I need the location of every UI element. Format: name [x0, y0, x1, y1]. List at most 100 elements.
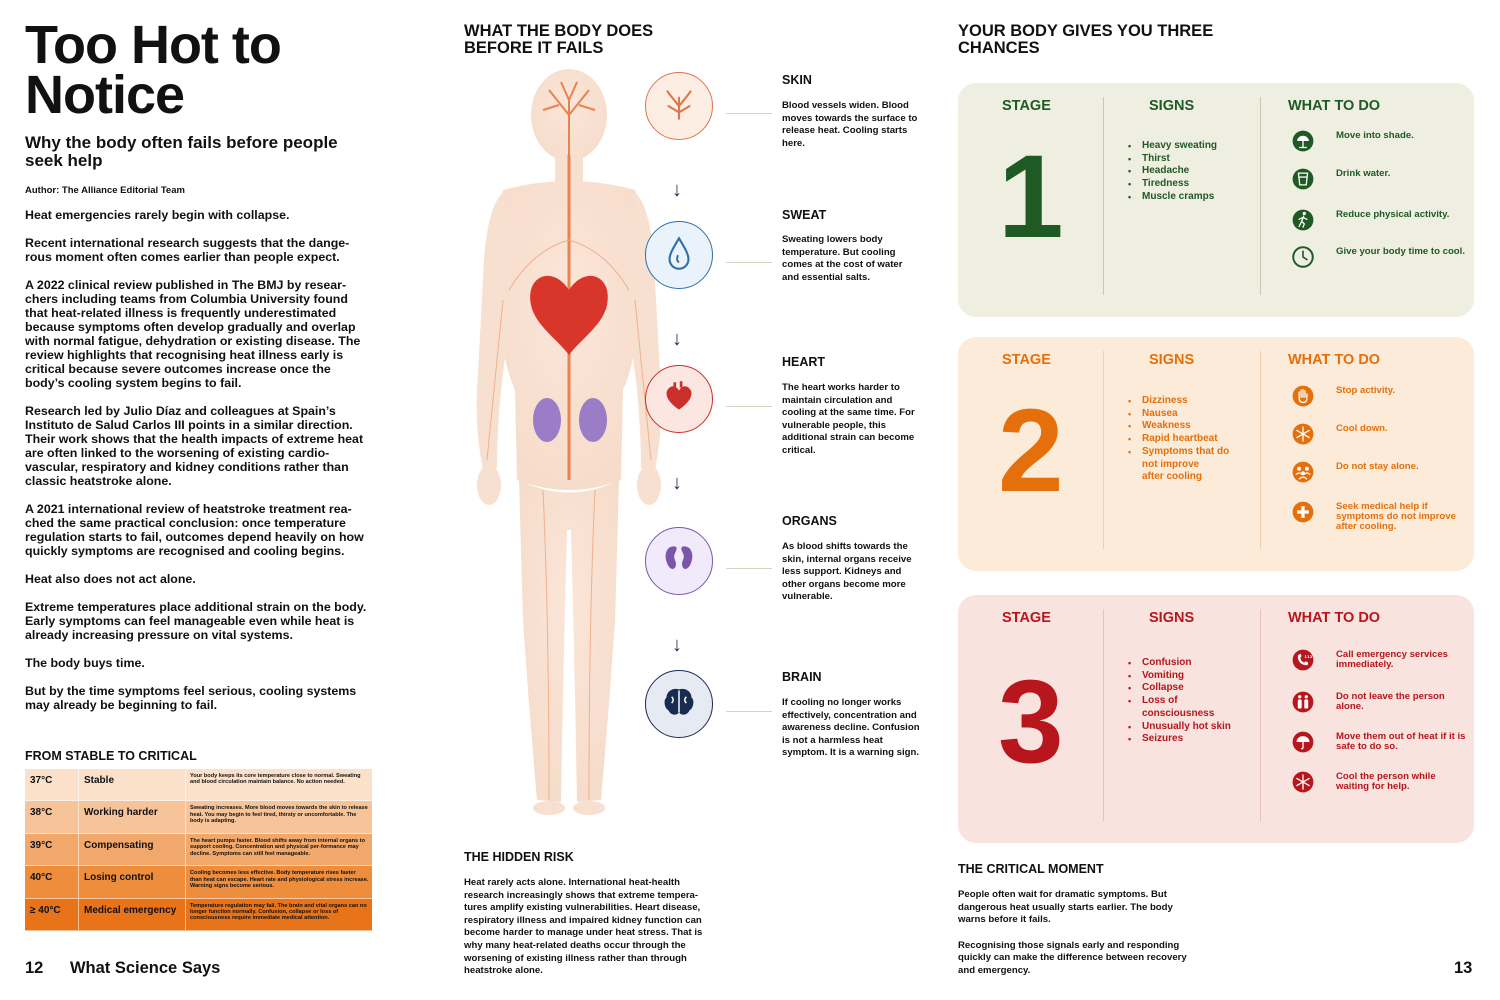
kidneys-icon	[658, 538, 700, 585]
action-item: Do not stay alone.	[1290, 459, 1470, 487]
what-to-do-header: WHAT TO DO	[1288, 98, 1381, 114]
two-people-icon	[1290, 689, 1316, 715]
status-cell: Working harder	[79, 801, 186, 833]
action-text: Cool down.	[1336, 423, 1388, 434]
paragraph: Heat emergencies rarely begin with colla…	[25, 208, 290, 222]
author-line: Author: The Alliance Editorial Team	[25, 185, 185, 196]
signs-list: Heavy sweatingThirstHeadacheTirednessMus…	[1128, 140, 1217, 204]
sign-item: Weakness	[1128, 420, 1229, 433]
water-drop-icon	[658, 232, 700, 279]
column-divider	[1260, 609, 1261, 821]
paragraph: Extreme temperatures place additional st…	[25, 600, 367, 642]
sign-item: Vomiting	[1128, 670, 1231, 683]
paragraph: Recognising those signals early and resp…	[958, 939, 1187, 976]
stage-header: STAGE	[1002, 98, 1051, 114]
paragraph: Research led by Julio Díaz and colleague…	[25, 404, 364, 488]
step-organs-circle	[645, 527, 713, 595]
sign-item: Nausea	[1128, 408, 1229, 421]
sign-item: Seizures	[1128, 733, 1231, 746]
connector-line	[726, 113, 772, 114]
section-name: What Science Says	[69, 959, 221, 977]
sign-item: Loss of	[1128, 695, 1231, 708]
column-divider	[1103, 351, 1104, 549]
sign-item: Unusually hot skin	[1128, 721, 1231, 734]
action-item: Stop activity.	[1290, 383, 1470, 411]
description-cell: The heart pumps faster. Blood shifts awa…	[190, 837, 365, 857]
group-people-icon	[1290, 459, 1316, 485]
column-divider	[1260, 351, 1261, 549]
body-section-title: WHAT THE BODY DOES BEFORE IT FAILS	[464, 22, 654, 57]
step-title: BRAIN	[782, 670, 822, 684]
step-text: Sweating lowers body temperature. But co…	[782, 234, 903, 283]
paragraph: Recent international research suggests t…	[25, 236, 350, 264]
action-text: Seek medical help if symptoms do not imp…	[1336, 501, 1456, 532]
step-title: SWEAT	[782, 208, 827, 222]
column-divider	[1103, 609, 1104, 821]
page-subtitle: Why the body often fails before people s…	[25, 133, 338, 170]
article-body: Heat emergencies rarely begin with colla…	[25, 208, 370, 712]
paragraph: A 2021 international review of heatstrok…	[25, 502, 364, 558]
status-cell: Compensating	[79, 833, 186, 866]
action-item: Cool down.	[1290, 421, 1470, 449]
step-text: If cooling no longer works effectively, …	[782, 697, 920, 759]
sign-item: Heavy sweating	[1128, 140, 1217, 153]
signs-list: ConfusionVomitingCollapseLoss ofconsciou…	[1128, 657, 1231, 746]
stages-section-title: YOUR BODY GIVES YOU THREE CHANCES	[958, 22, 1214, 57]
status-cell: Losing control	[79, 866, 186, 898]
step-title: SKIN	[782, 73, 812, 87]
sign-item: Thirst	[1128, 153, 1217, 166]
down-arrow-icon: ↓	[672, 179, 682, 201]
step-brain-circle	[645, 670, 713, 738]
paragraph: A 2022 clinical review published in The …	[25, 278, 361, 390]
step-sweat-circle	[645, 221, 713, 289]
temperature-cell: 38°C	[25, 801, 79, 833]
water-cup-icon	[1290, 166, 1316, 192]
sign-item: Confusion	[1128, 657, 1231, 670]
action-item: Move into shade.	[1290, 128, 1470, 156]
sign-item: Symptoms that do	[1128, 446, 1229, 459]
sign-item: Rapid heartbeat	[1128, 433, 1229, 446]
action-text: Drink water.	[1336, 168, 1391, 179]
critical-moment-title: THE CRITICAL MOMENT	[958, 862, 1104, 876]
temperature-cell: 40°C	[25, 866, 79, 898]
step-title: ORGANS	[782, 514, 837, 528]
description-cell: Your body keeps its core temperature clo…	[190, 773, 361, 786]
paragraph: But by the time symptoms feel serious, c…	[25, 684, 357, 712]
connector-line	[726, 262, 772, 263]
what-to-do-header: WHAT TO DO	[1288, 352, 1381, 368]
hidden-risk-title: THE HIDDEN RISK	[464, 850, 574, 864]
step-text: The heart works harder to maintain circu…	[782, 382, 915, 456]
sign-item: Tiredness	[1128, 178, 1217, 191]
action-text: Do not stay alone.	[1336, 461, 1419, 472]
down-arrow-icon: ↓	[672, 634, 682, 656]
step-skin-circle	[645, 72, 713, 140]
action-item: Cool the person while waiting for help.	[1290, 769, 1470, 797]
table-title: FROM STABLE TO CRITICAL	[25, 749, 197, 763]
status-cell: Medical emergency	[79, 898, 186, 930]
hidden-risk-text: Heat rarely acts alone. International he…	[464, 877, 703, 977]
paragraph: Heat also does not act alone.	[25, 572, 196, 586]
description-cell: Sweating increases. More blood moves tow…	[190, 805, 368, 825]
column-divider	[1260, 97, 1261, 295]
action-item: Give your body time to cool.	[1290, 244, 1470, 272]
connector-line	[726, 568, 772, 569]
column-divider	[1103, 97, 1104, 295]
step-title: HEART	[782, 355, 826, 369]
brain-icon	[658, 681, 700, 728]
sign-item: Dizziness	[1128, 395, 1229, 408]
description-cell: Temperature regulation may fail. The bra…	[190, 902, 367, 922]
paragraph: The body buys time.	[25, 656, 145, 670]
stage-header: STAGE	[1002, 610, 1051, 626]
signs-header: SIGNS	[1149, 98, 1195, 114]
snowflake-icon	[1290, 421, 1316, 447]
down-arrow-icon: ↓	[672, 472, 682, 494]
footer-left: 12 What Science Says	[25, 959, 220, 978]
page-number: 12	[25, 959, 44, 977]
stage-number: 2	[998, 385, 1064, 517]
action-item: Reduce physical activity.	[1290, 207, 1470, 235]
stage-number: 3	[998, 656, 1064, 788]
connector-line	[726, 406, 772, 407]
